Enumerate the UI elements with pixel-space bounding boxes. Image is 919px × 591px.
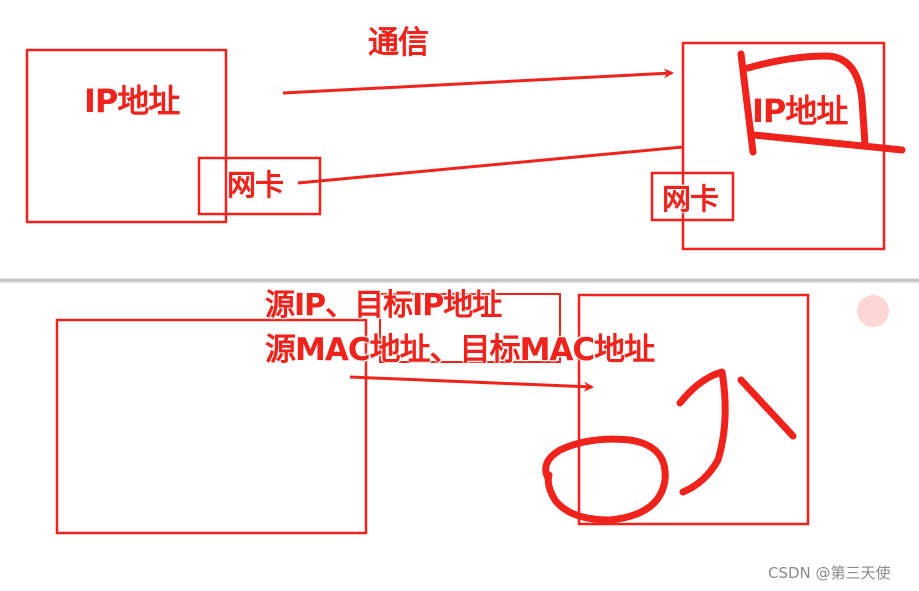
pink-dot	[857, 295, 889, 327]
right-nic-box	[650, 171, 735, 222]
panel-divider	[0, 278, 919, 283]
ip-highlight-loop	[737, 50, 906, 156]
left-nic-box	[197, 156, 322, 216]
right-nic-label: 网卡	[662, 182, 719, 216]
destination-host-box	[577, 293, 810, 526]
nic-link-line	[297, 145, 684, 185]
csdn-watermark: CSDN @第三天使	[768, 564, 891, 582]
left-host-box	[25, 48, 228, 224]
source-host-box	[55, 318, 368, 535]
diagram-title: 通信	[368, 25, 429, 61]
frame-transfer-arrow	[349, 375, 594, 392]
handwritten-circle	[542, 435, 669, 524]
handwritten-ru-character	[676, 368, 797, 496]
ip-communication-arrow	[282, 68, 674, 95]
left-nic-label: 网卡	[227, 168, 284, 202]
right-ip-label: IP地址	[752, 92, 848, 130]
left-ip-label: IP地址	[84, 82, 180, 120]
ip-header-label: 源IP、目标IP地址	[265, 288, 502, 323]
header-callout-box	[379, 293, 561, 363]
mac-header-label: 源MAC地址、目标MAC地址	[265, 332, 655, 368]
